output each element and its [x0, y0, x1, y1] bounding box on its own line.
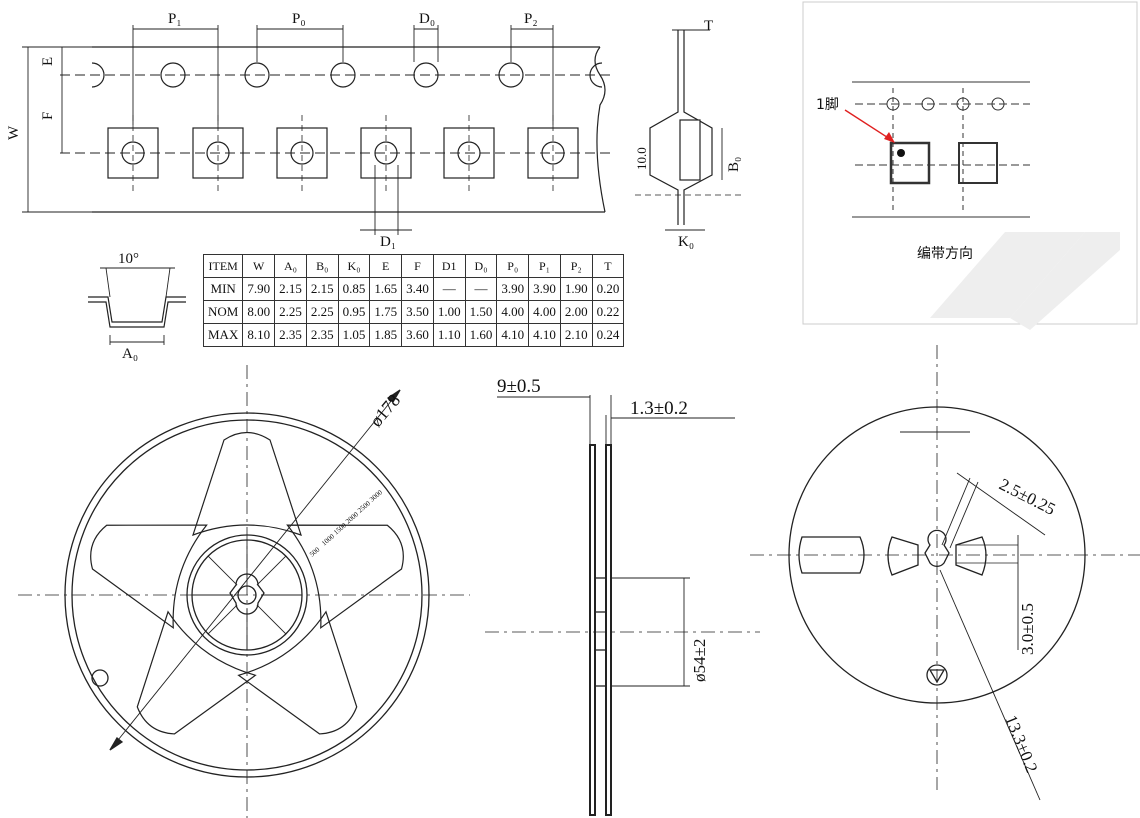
- table-cell: ITEM: [202, 254, 244, 278]
- key-width-label: 3.0±0.5: [1018, 603, 1037, 655]
- qty-mark: 1500: [332, 521, 348, 536]
- table-cell: 2.15: [305, 277, 339, 301]
- table-cell: 0.24: [591, 323, 625, 347]
- reel-front-view: [18, 365, 470, 818]
- table-cell: P₀: [496, 254, 530, 278]
- table-cell: D1: [432, 254, 466, 278]
- table-cell: 0.20: [591, 277, 625, 301]
- table-cell: 1.00: [432, 300, 466, 324]
- pin1-label: 1脚: [816, 97, 839, 113]
- table-cell: 2.25: [274, 300, 307, 324]
- reel-diameter-label: ø178: [366, 390, 404, 430]
- table-cell: P₂: [559, 254, 593, 278]
- ten-zero-label: 10.0: [634, 147, 649, 170]
- table-cell: 0.95: [337, 300, 371, 324]
- f-label: F: [40, 112, 56, 120]
- table-cell: —: [464, 277, 498, 301]
- slot-width-label: 2.5±0.25: [996, 475, 1058, 519]
- table-cell: W: [242, 254, 276, 278]
- a0-label: A₀: [122, 346, 138, 362]
- table-cell: 2.25: [305, 300, 339, 324]
- table-cell: 3.50: [401, 300, 434, 324]
- table-cell: 3.90: [528, 277, 561, 301]
- table-cell: A₀: [274, 254, 307, 278]
- table-cell: B₀: [305, 254, 339, 278]
- e-label: E: [40, 57, 56, 66]
- table-cell: 0.85: [337, 277, 371, 301]
- table-cell: E: [369, 254, 403, 278]
- qty-mark: 1000: [320, 532, 336, 547]
- qty-mark: 500: [308, 545, 322, 558]
- table-cell: 1.85: [369, 323, 403, 347]
- qty-mark: 2000: [344, 510, 360, 525]
- tape-direction-caption: 编带方向: [917, 246, 973, 262]
- table-cell: 1.75: [369, 300, 403, 324]
- table-cell: T: [591, 254, 625, 278]
- flange-thickness-label: 1.3±0.2: [630, 398, 688, 419]
- table-cell: K₀: [337, 254, 371, 278]
- t-label: T: [704, 18, 713, 34]
- w-label: W: [6, 125, 22, 140]
- table-cell: 8.10: [242, 323, 276, 347]
- table-cell: 2.35: [274, 323, 307, 347]
- angle-label: 10°: [118, 251, 139, 267]
- quantity-marks: 500 1000 1500 2000 2500 3000: [308, 488, 384, 558]
- p0-label: P₀: [292, 11, 306, 27]
- hub-diameter-label: ø54±2: [690, 639, 709, 682]
- carrier-tape-section: [635, 29, 745, 231]
- d1-label: D₁: [380, 234, 396, 250]
- table-cell: 8.00: [242, 300, 276, 324]
- table-cell: 3.90: [496, 277, 530, 301]
- table-cell: P₁: [528, 254, 561, 278]
- table-cell: 2.00: [559, 300, 593, 324]
- table-cell: D₀: [464, 254, 498, 278]
- table-cell: 3.60: [401, 323, 434, 347]
- p2-label: P₂: [524, 11, 538, 27]
- table-cell: 4.10: [528, 323, 561, 347]
- table-cell: MAX: [202, 323, 244, 347]
- table-cell: 1.60: [464, 323, 498, 347]
- qty-mark: 3000: [368, 488, 384, 503]
- qty-mark: 2500: [356, 499, 372, 514]
- watermark: [930, 232, 1120, 330]
- d0-label: D₀: [419, 11, 435, 27]
- arbor-diameter-label: 13.3±0.2: [1001, 712, 1041, 775]
- table-cell: 1.50: [464, 300, 498, 324]
- reel-hub-detail: [750, 345, 1140, 801]
- table-cell: 2.15: [274, 277, 307, 301]
- table-cell: 3.40: [401, 277, 434, 301]
- tape-dimension-labels: P₁ P₀ D₀ P₂ E F W D₁: [6, 11, 538, 250]
- table-cell: NOM: [202, 300, 244, 324]
- reel-side-view: [485, 395, 760, 816]
- carrier-tape-top-view: [22, 25, 610, 235]
- table-cell: 2.35: [305, 323, 339, 347]
- table-cell: 1.05: [337, 323, 371, 347]
- table-cell: F: [401, 254, 434, 278]
- p1-label: P₁: [168, 11, 182, 27]
- table-cell: 1.65: [369, 277, 403, 301]
- table-cell: MIN: [202, 277, 244, 301]
- table-cell: 1.90: [559, 277, 593, 301]
- table-cell: 4.00: [528, 300, 561, 324]
- b0-label: B₀: [726, 157, 742, 172]
- reel-width-label: 9±0.5: [497, 376, 541, 397]
- k0-label: K₀: [678, 234, 694, 250]
- table-cell: —: [432, 277, 466, 301]
- table-cell: 4.00: [496, 300, 530, 324]
- pocket-cross-section: [88, 267, 186, 345]
- table-cell: 2.10: [559, 323, 593, 347]
- table-cell: 1.10: [432, 323, 466, 347]
- table-cell: 0.22: [591, 300, 625, 324]
- table-cell: 4.10: [496, 323, 530, 347]
- table-cell: 7.90: [242, 277, 276, 301]
